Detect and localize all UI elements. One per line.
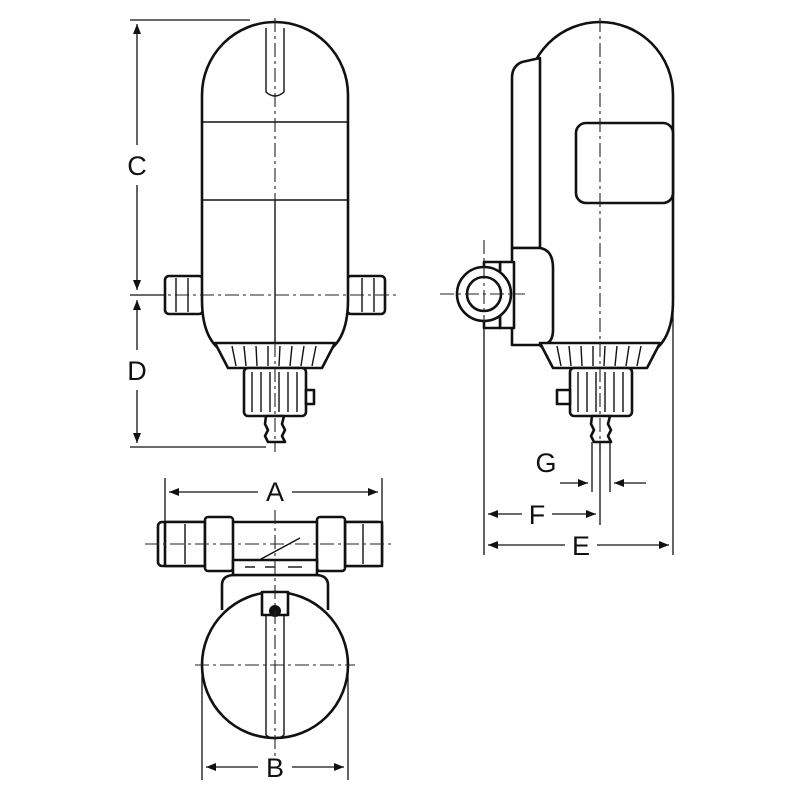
dimension-d-label: D	[127, 356, 147, 386]
side-view	[440, 18, 675, 555]
dimension-b: B	[206, 753, 344, 783]
dimension-f: F	[488, 500, 596, 530]
side-label-window	[574, 121, 675, 205]
side-pipe-connection	[455, 260, 516, 330]
dimension-e: E	[488, 531, 669, 561]
side-hose-barb	[589, 414, 613, 444]
dimension-f-label: F	[529, 500, 546, 530]
dimension-b-label: B	[266, 753, 284, 783]
dimension-d: D	[127, 300, 147, 443]
front-view	[150, 18, 400, 452]
side-wall-bracket	[510, 56, 542, 250]
side-lower-housing	[510, 246, 555, 347]
dimension-c-label: C	[127, 151, 147, 181]
dimension-c: C	[127, 24, 147, 290]
dimension-g-label: G	[535, 448, 556, 478]
dimension-e-label: E	[572, 531, 590, 561]
dimension-a: A	[169, 477, 378, 507]
dimension-g: G	[535, 448, 646, 487]
dimension-a-label: A	[266, 477, 284, 507]
top-view	[145, 478, 395, 780]
